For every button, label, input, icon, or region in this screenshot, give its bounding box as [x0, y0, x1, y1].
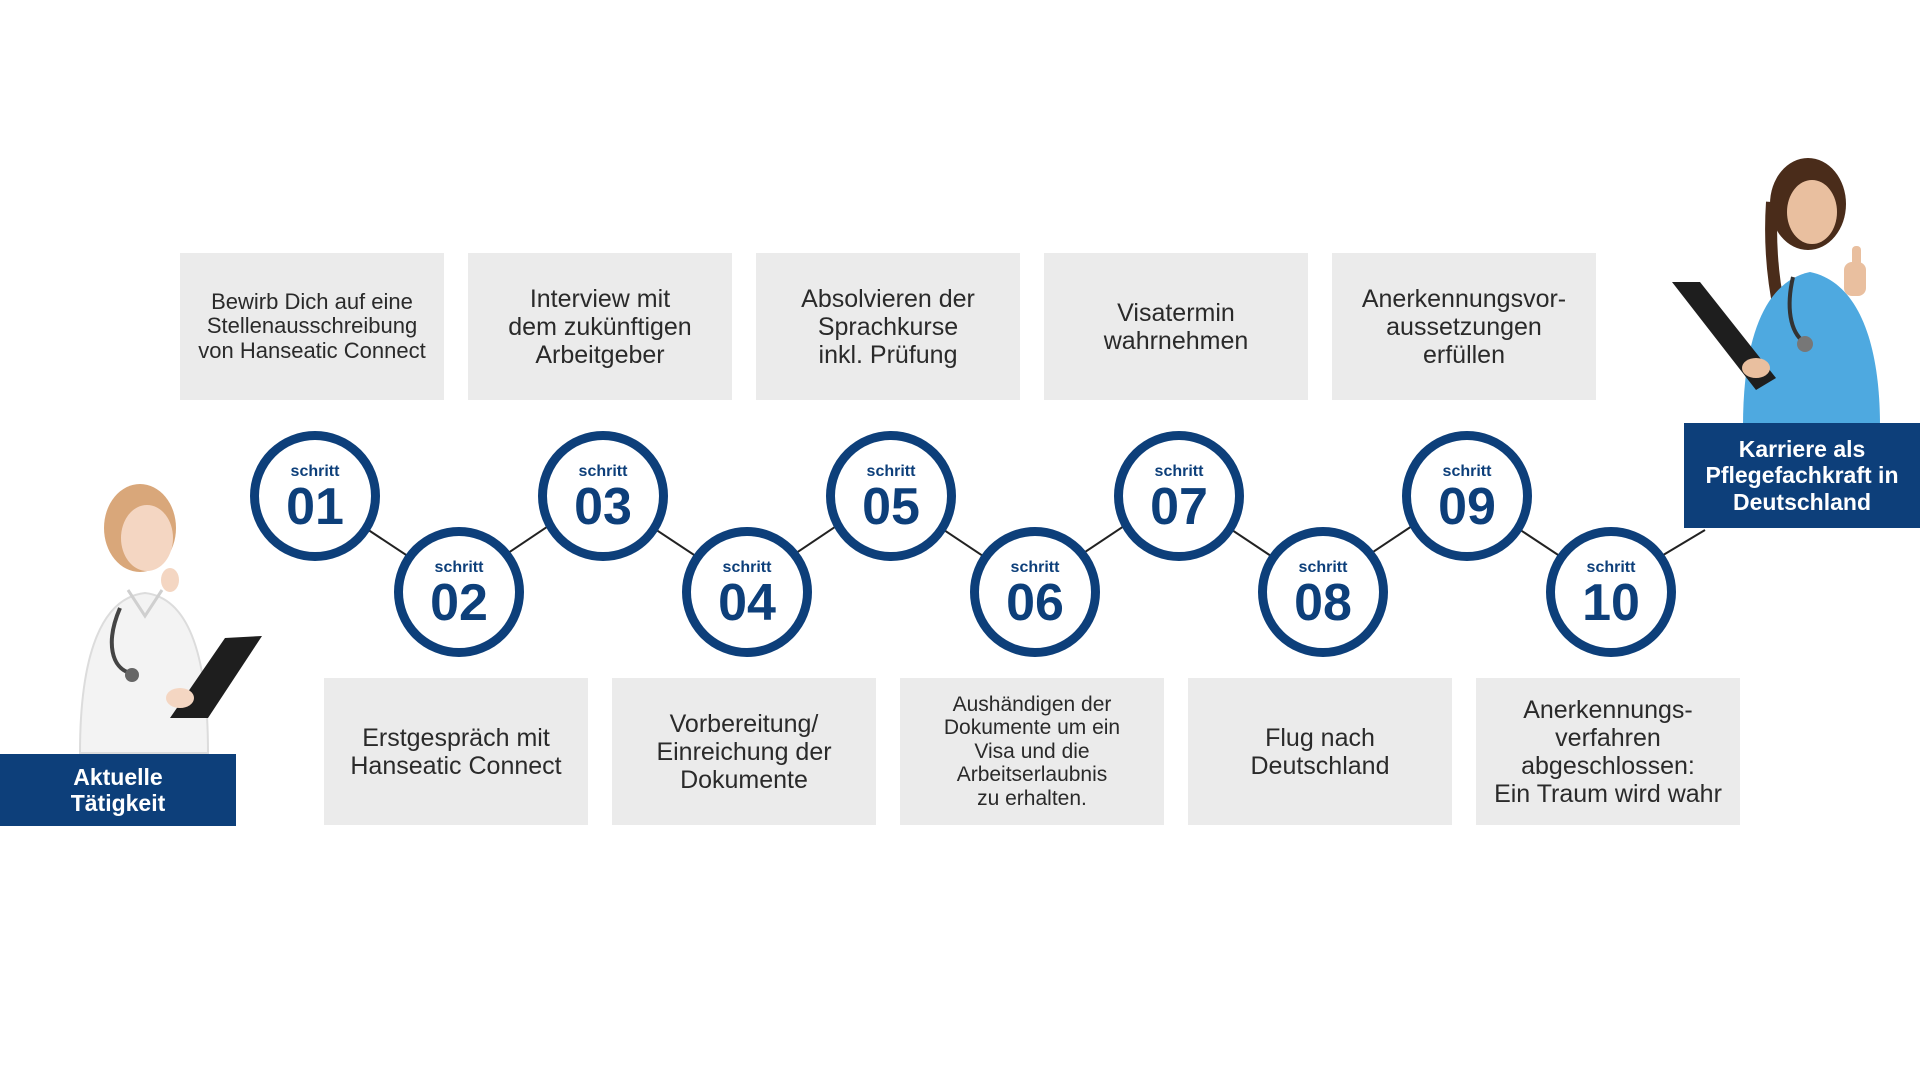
step-06-number: 06 [1006, 573, 1064, 632]
step-05-number: 05 [862, 477, 920, 536]
nurse-end-illustration [1672, 158, 1880, 426]
step-08-circle: schritt 08 [1258, 527, 1388, 657]
step-03-number: 03 [574, 477, 632, 536]
step-10-number: 10 [1582, 573, 1640, 632]
step-05-label: schritt [866, 462, 916, 480]
step-03-description: Interview mit dem zukünftigen Arbeitgebe… [468, 253, 732, 400]
step-07-number: 07 [1150, 477, 1208, 536]
step-06-description: Aushändigen der Dokumente um ein Visa un… [900, 678, 1164, 825]
step-04-description: Vorbereitung/ Einreichung der Dokumente [612, 678, 876, 825]
step-03-label: schritt [578, 462, 628, 480]
step-04-circle: schritt 04 [682, 527, 812, 657]
step-09-label: schritt [1442, 462, 1492, 480]
step-10-label: schritt [1586, 558, 1636, 576]
step-09-number: 09 [1438, 477, 1496, 536]
start-label: Aktuelle Tätigkeit [70, 763, 166, 816]
start-banner: Aktuelle Tätigkeit [0, 754, 236, 826]
step-07-circle: schritt 07 [1114, 431, 1244, 561]
step-02-number: 02 [430, 573, 488, 632]
step-07-label: schritt [1154, 462, 1204, 480]
end-banner: Karriere als Pflegefachkraft in Deutschl… [1684, 423, 1920, 528]
step-01-label: schritt [290, 462, 340, 480]
step-04-label: schritt [722, 558, 772, 576]
step-03-circle: schritt 03 [538, 431, 668, 561]
step-09-description: Anerkennungsvor- aussetzungen erfüllen [1332, 253, 1596, 400]
step-08-description: Flug nach Deutschland [1188, 678, 1452, 825]
step-01-description: Bewirb Dich auf eine Stellenausschreibun… [180, 253, 444, 400]
step-02-circle: schritt 02 [394, 527, 524, 657]
end-label: Karriere als Pflegefachkraft in Deutschl… [1705, 435, 1899, 515]
step-06-label: schritt [1010, 558, 1060, 576]
step-04-number: 04 [718, 573, 776, 632]
step-10-circle: schritt 10 [1546, 527, 1676, 657]
step-02-label: schritt [434, 558, 484, 576]
step-01-circle: schritt 01 [250, 431, 380, 561]
step-08-label: schritt [1298, 558, 1348, 576]
step-02-description: Erstgespräch mit Hanseatic Connect [324, 678, 588, 825]
step-06-circle: schritt 06 [970, 527, 1100, 657]
step-10-description: Anerkennungs- verfahren abgeschlossen: E… [1476, 678, 1740, 825]
step-07-description: Visatermin wahrnehmen [1044, 253, 1308, 400]
step-05-description: Absolvieren der Sprachkurse inkl. Prüfun… [756, 253, 1020, 400]
step-08-number: 08 [1294, 573, 1352, 632]
step-09-circle: schritt 09 [1402, 431, 1532, 561]
step-01-number: 01 [286, 477, 344, 536]
step-05-circle: schritt 05 [826, 431, 956, 561]
nurse-start-illustration [78, 484, 262, 754]
